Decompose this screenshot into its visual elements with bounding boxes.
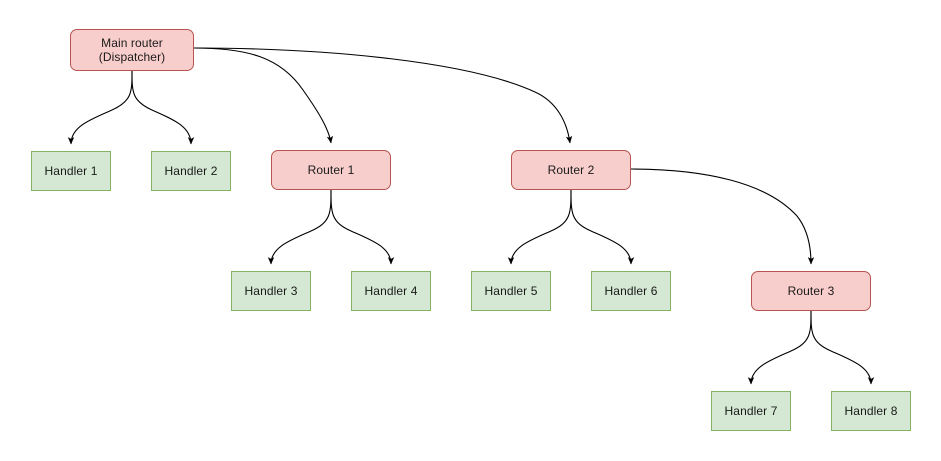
edge-router-1-to-handler-3 — [267, 189, 332, 265]
node-handler-5-label: Handler 5 — [484, 284, 538, 298]
node-router-3[interactable]: Router 3 — [751, 271, 871, 311]
edge-main-router-to-router-1 — [193, 47, 334, 144]
node-handler-6-label: Handler 6 — [604, 284, 658, 298]
node-handler-8[interactable]: Handler 8 — [831, 391, 911, 431]
node-handler-3-label: Handler 3 — [244, 284, 298, 298]
node-handler-8-label: Handler 8 — [844, 404, 898, 418]
edge-router-2-to-handler-6 — [570, 189, 635, 265]
node-handler-2[interactable]: Handler 2 — [151, 151, 231, 191]
node-handler-7-label: Handler 7 — [724, 404, 778, 418]
node-main-router[interactable]: Main router (Dispatcher) — [70, 29, 194, 71]
node-handler-3[interactable]: Handler 3 — [231, 271, 311, 311]
edge-router-2-to-router-3 — [630, 168, 815, 265]
node-handler-5[interactable]: Handler 5 — [471, 271, 551, 311]
edge-main-router-to-handler-1 — [67, 70, 133, 145]
node-handler-2-label: Handler 2 — [164, 164, 218, 178]
node-handler-1[interactable]: Handler 1 — [31, 151, 111, 191]
edge-router-2-to-handler-5 — [507, 189, 572, 265]
edge-main-router-to-handler-2 — [131, 70, 195, 145]
node-router-3-label: Router 3 — [787, 284, 835, 298]
edge-router-3-to-handler-7 — [747, 310, 812, 385]
node-handler-6[interactable]: Handler 6 — [591, 271, 671, 311]
edge-router-3-to-handler-8 — [810, 310, 875, 385]
node-handler-4[interactable]: Handler 4 — [351, 271, 431, 311]
node-handler-4-label: Handler 4 — [364, 284, 418, 298]
node-handler-1-label: Handler 1 — [44, 164, 98, 178]
edge-main-router-to-router-2 — [193, 47, 573, 144]
node-router-1[interactable]: Router 1 — [271, 150, 391, 190]
edge-router-1-to-handler-4 — [330, 189, 395, 265]
node-router-2-label: Router 2 — [547, 163, 595, 177]
node-handler-7[interactable]: Handler 7 — [711, 391, 791, 431]
node-main-router-label: Main router (Dispatcher) — [98, 36, 166, 64]
node-router-2[interactable]: Router 2 — [511, 150, 631, 190]
node-router-1-label: Router 1 — [307, 163, 355, 177]
